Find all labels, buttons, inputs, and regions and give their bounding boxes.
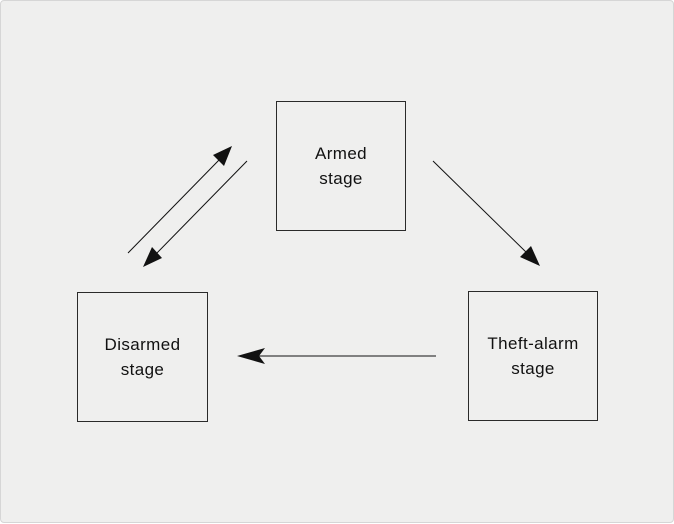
arrow-disarmed-to-armed bbox=[127, 146, 232, 254]
arrowhead-icon bbox=[237, 348, 265, 364]
armed-stage-label-line-1: Armed bbox=[314, 144, 368, 163]
arrow-armed-to-theft-alarm bbox=[432, 160, 540, 266]
arrowhead-icon bbox=[143, 247, 162, 267]
theft-alarm-stage-label-line-1: Theft-alarm bbox=[487, 334, 579, 353]
theft-alarm-stage-label-line-2: stage bbox=[511, 359, 555, 378]
disarmed-stage-label-line-1: Disarmed bbox=[104, 335, 181, 354]
armed-stage-label-line-2: stage bbox=[319, 169, 363, 188]
arrowhead-icon bbox=[520, 246, 540, 266]
theft-alarm-stage-box: Theft-alarm stage bbox=[468, 291, 598, 421]
disarmed-stage-label-line-2: stage bbox=[120, 360, 165, 379]
arrowhead-icon bbox=[213, 146, 232, 166]
arrow-armed-to-disarmed bbox=[143, 160, 248, 267]
armed-stage-box: Armed stage bbox=[276, 101, 406, 231]
disarmed-stage-box: Disarmed stage bbox=[77, 292, 208, 422]
arrow-theft-alarm-to-disarmed bbox=[237, 348, 436, 364]
